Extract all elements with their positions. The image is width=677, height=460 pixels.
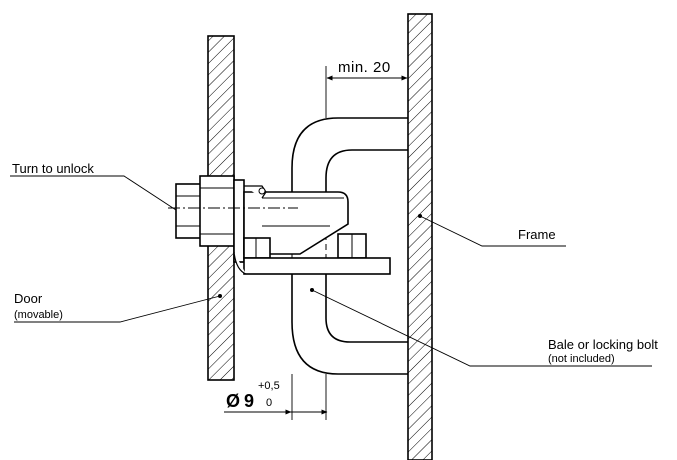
bale-leader-dot <box>310 288 314 292</box>
clearance-dimension-text: min. 20 <box>338 59 391 76</box>
leader-lines <box>10 175 652 367</box>
diameter-value: 9 <box>244 391 255 411</box>
turn-to-unlock-label: Turn to unlock <box>12 161 94 176</box>
diameter-dimension <box>224 374 328 420</box>
frame-panel <box>407 13 433 460</box>
door-label: Door <box>14 291 43 306</box>
door-leader-dot <box>218 294 222 298</box>
lock-body <box>175 175 391 275</box>
tolerance-lower: 0 <box>266 397 273 409</box>
bale-label: Bale or locking bolt <box>548 337 658 352</box>
clearance-dimension <box>325 14 409 118</box>
door-note-label: (movable) <box>14 309 63 321</box>
bale-note-label: (not included) <box>548 353 615 365</box>
frame-label: Frame <box>518 227 556 242</box>
diameter-symbol: Ø <box>226 391 241 411</box>
tolerance-upper: +0,5 <box>258 380 280 392</box>
frame-leader-dot <box>418 214 422 218</box>
